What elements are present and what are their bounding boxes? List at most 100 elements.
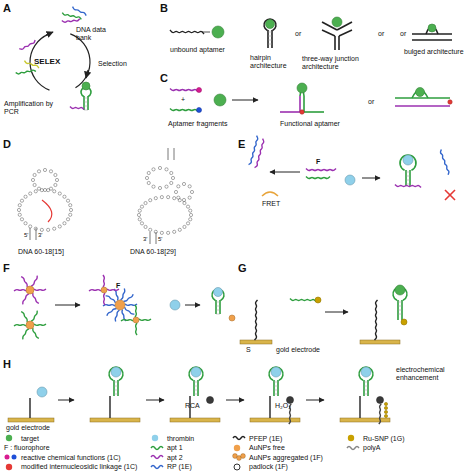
line xyxy=(359,396,360,418)
nucleotide xyxy=(147,181,150,184)
dna-strand xyxy=(73,7,87,16)
legend-item: padlock (1F) xyxy=(232,463,288,471)
target-ball xyxy=(395,285,405,295)
target-ball xyxy=(332,17,342,27)
nucleotide xyxy=(58,225,61,228)
dna-strand xyxy=(34,324,46,325)
ru-snp xyxy=(401,319,407,325)
target-ball xyxy=(266,20,275,29)
nucleotide xyxy=(160,196,163,199)
legend-swatch xyxy=(152,435,158,441)
legend-line xyxy=(233,437,245,440)
line xyxy=(174,148,175,160)
legend-text: modified internucleosidic linkage (1C) xyxy=(21,463,137,470)
legend-dot xyxy=(5,455,10,460)
nucleotide xyxy=(152,185,155,188)
nucleotide xyxy=(158,186,161,189)
annotation: gold electrode xyxy=(6,424,50,432)
aptamer-loop xyxy=(264,19,276,30)
nucleotide xyxy=(167,196,170,199)
fluorophore: F xyxy=(316,158,320,166)
panel-letter: D xyxy=(3,138,11,150)
dna-strand xyxy=(395,185,421,188)
nucleotide xyxy=(149,199,152,202)
line xyxy=(194,382,198,383)
legend-sample xyxy=(4,463,18,471)
annotation: three-way junction architecture xyxy=(302,55,378,70)
legend-item: AuNPs aggregated (1F) xyxy=(232,453,323,461)
dna-strand xyxy=(104,293,105,305)
target-ball xyxy=(82,82,90,90)
line xyxy=(114,382,118,383)
legend-ring xyxy=(234,464,240,470)
line xyxy=(274,394,278,395)
dna-strand xyxy=(21,312,27,322)
nucleotide xyxy=(189,218,192,221)
legend-sample xyxy=(150,444,164,452)
legend-item: polyA xyxy=(346,444,381,452)
line xyxy=(364,386,368,387)
aptamer-loop xyxy=(189,367,203,380)
arrow xyxy=(58,400,74,401)
nucleotide xyxy=(174,190,177,193)
nucleotide xyxy=(18,204,21,207)
nucleotide xyxy=(186,205,189,208)
line xyxy=(29,398,30,418)
dna-strand xyxy=(170,109,198,112)
legend-line xyxy=(151,456,163,459)
dna-strand xyxy=(16,70,36,74)
line xyxy=(412,33,452,35)
nucleotide xyxy=(165,168,168,171)
arrow xyxy=(325,312,348,313)
nucleotide xyxy=(24,195,27,198)
dna-strand xyxy=(121,289,125,300)
line xyxy=(114,390,118,391)
legend-item: apt 2 xyxy=(150,453,183,461)
nucleotide xyxy=(58,192,61,195)
line xyxy=(193,380,195,396)
line xyxy=(322,30,335,36)
nucleotide xyxy=(47,228,50,231)
nucleotide xyxy=(177,196,180,199)
dna-strand xyxy=(62,19,80,22)
nucleotide xyxy=(49,187,52,190)
dna-strand xyxy=(33,293,39,303)
nucleotide xyxy=(63,222,66,225)
nucleotide xyxy=(144,225,147,228)
legend-sample xyxy=(346,434,360,442)
line xyxy=(398,314,402,315)
line xyxy=(364,390,368,391)
legend-item: PFEP (1E) xyxy=(232,434,282,442)
legend-item: modified internucleosidic linkage (1C) xyxy=(4,463,137,471)
nucleotide xyxy=(170,171,173,174)
nucleotide xyxy=(43,168,46,171)
gold-electrode xyxy=(340,418,390,422)
nucleotide xyxy=(173,230,176,233)
legend-line xyxy=(151,446,163,449)
line xyxy=(216,314,220,315)
legend-sample xyxy=(232,434,246,442)
nucleotide xyxy=(147,171,150,174)
nucleotide xyxy=(138,218,141,221)
nucleotide xyxy=(188,196,191,199)
annotation: DNA 60-18[15] xyxy=(18,248,64,256)
dna-strand xyxy=(62,13,81,20)
line xyxy=(194,394,198,395)
line xyxy=(363,380,365,396)
dna-strand xyxy=(136,323,137,335)
nucleotide xyxy=(170,181,173,184)
gold-electrode xyxy=(8,418,54,422)
dna-strand xyxy=(139,319,151,320)
dna-strand xyxy=(255,139,264,168)
line xyxy=(274,390,278,391)
target-ball xyxy=(214,94,226,106)
reactive-dot xyxy=(197,108,202,113)
line xyxy=(84,110,88,111)
nucleotide xyxy=(171,176,174,179)
dna-strand xyxy=(125,307,135,314)
arrow xyxy=(232,100,258,101)
line xyxy=(398,302,402,303)
nucleotide xyxy=(188,185,191,188)
nucleotide xyxy=(183,225,186,228)
gold-electrode xyxy=(170,418,220,422)
